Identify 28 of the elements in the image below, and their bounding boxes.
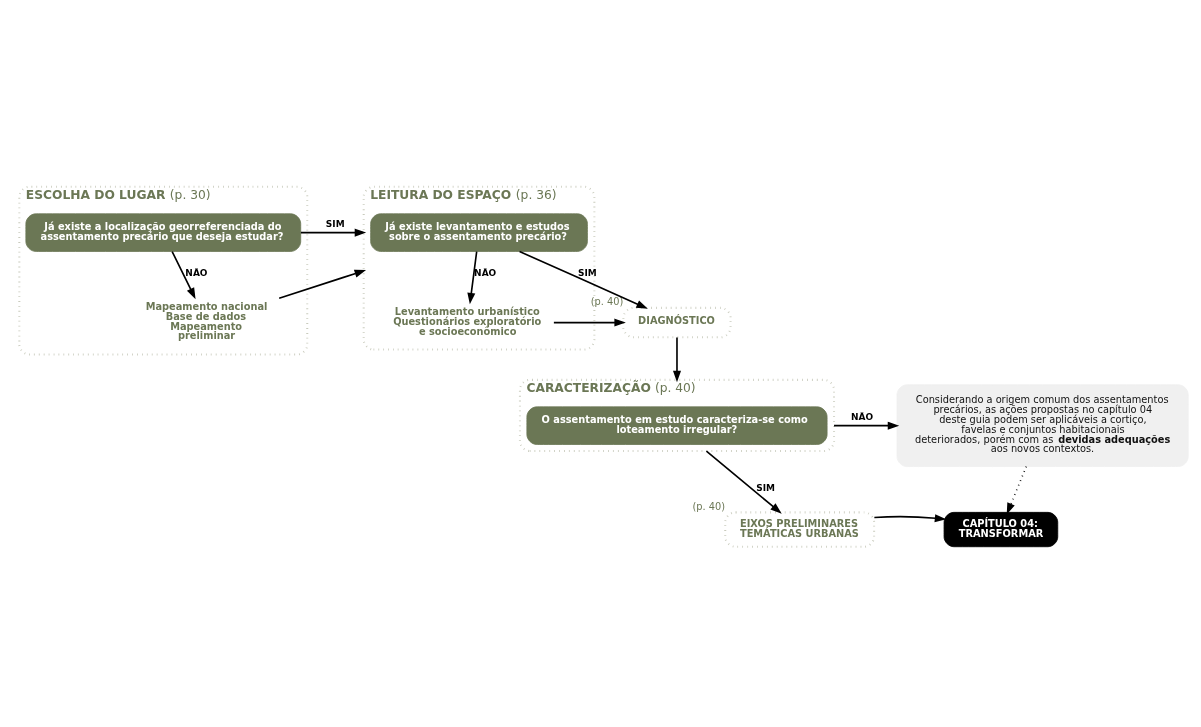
node-box: CAPÍTULO 04: TRANSFORMAR <box>943 511 1059 548</box>
arrow <box>518 250 648 309</box>
arrow <box>553 318 626 327</box>
edge-label: SIM <box>578 267 597 278</box>
node-box: Já existe a localização georreferenciada do assentamento precário que deseja estudar? <box>25 213 302 252</box>
node-text: Mapeamento nacional Base de dados Mapeamento preliminar <box>145 301 268 342</box>
node-box: EIXOS PRELIMINARES TEMÁTICAS URBANAS <box>724 511 876 548</box>
edge-label: SIM <box>325 218 345 229</box>
arrow <box>467 250 478 305</box>
arrow <box>705 450 782 514</box>
arrow <box>278 269 367 300</box>
node-text: Levantamento urbanístico Questionários exploratório e socioeconômico <box>393 305 542 337</box>
arrow <box>300 228 367 237</box>
edge-label: NÃO <box>474 267 497 278</box>
node-label: (p. 40) <box>692 500 726 512</box>
arrow <box>833 421 900 430</box>
edge-label: NÃO <box>851 411 874 422</box>
node-box: O assentamento em estudo caracteriza-se como loteamento irregular? <box>526 406 828 445</box>
arrow <box>873 514 947 523</box>
edge-label: SIM <box>756 482 776 493</box>
arrow <box>1006 465 1028 515</box>
node-label: (p. 40) <box>590 296 624 308</box>
node-box: Considerando a origem comum dos assentamentos precários, as ações propostas no capítulo 04 deste guia podem ser aplicáveis a cortiço, favelas e conjuntos habitacionais deteriorados, porém com as devidas adequações aos novos contextos. <box>896 384 1189 467</box>
arrow <box>171 250 196 300</box>
arrow <box>672 336 681 383</box>
edge-label: NÃO <box>185 267 208 278</box>
node-box: DIAGNÓSTICO <box>622 306 732 339</box>
node-box: Já existe levantamento e estudos sobre o assentamento precário? <box>370 213 588 252</box>
